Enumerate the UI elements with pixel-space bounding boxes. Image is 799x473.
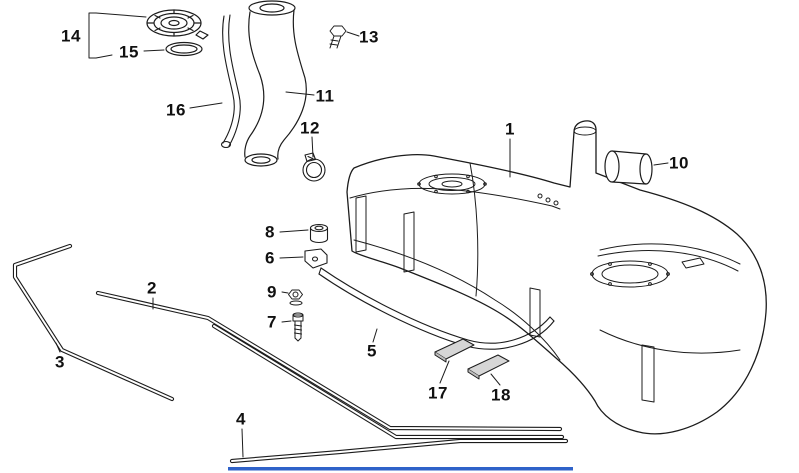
filler-pipe-icon [244,0,307,167]
part-label-10: 10 [669,153,689,173]
hose-clamp-icon [302,152,326,182]
part-label-15: 15 [119,42,139,62]
leader-lines [55,12,669,458]
pad-18-icon [467,354,510,380]
part-label-13: 13 [359,27,379,47]
part-label-4: 4 [236,409,246,429]
part-label-12: 12 [300,118,320,138]
bolt-icon [329,25,347,49]
part-label-14: 14 [61,26,81,46]
fuel-cap-icon [146,9,209,40]
part-label-16: 16 [166,100,186,120]
pump-flange-left-icon [417,173,487,195]
fuel-tank-icon [346,120,767,435]
part-label-17: 17 [428,383,448,403]
pump-flange-right-icon [590,260,670,288]
sleeve-icon [604,150,653,185]
vent-hose-icon [220,14,241,149]
part-label-3: 3 [55,352,65,372]
bracket-icon [304,248,328,269]
sealing-ring-icon [165,41,203,57]
part-label-11: 11 [315,86,335,106]
part-label-18: 18 [491,385,511,405]
part-label-2: 2 [147,278,157,298]
part-label-1: 1 [505,119,515,139]
part-label-6: 6 [265,248,275,268]
bottom-accent-bar [228,467,573,471]
part-label-5: 5 [367,341,377,361]
part-label-8: 8 [265,222,275,242]
tension-strap-icon [318,267,555,350]
screw-icon [292,312,304,342]
part-label-7: 7 [267,312,277,332]
nut-icon [288,289,303,306]
part-label-9: 9 [267,282,277,302]
buffer-icon [309,223,329,244]
fuel-lines-icon [12,243,569,464]
pad-17-icon [434,338,475,363]
